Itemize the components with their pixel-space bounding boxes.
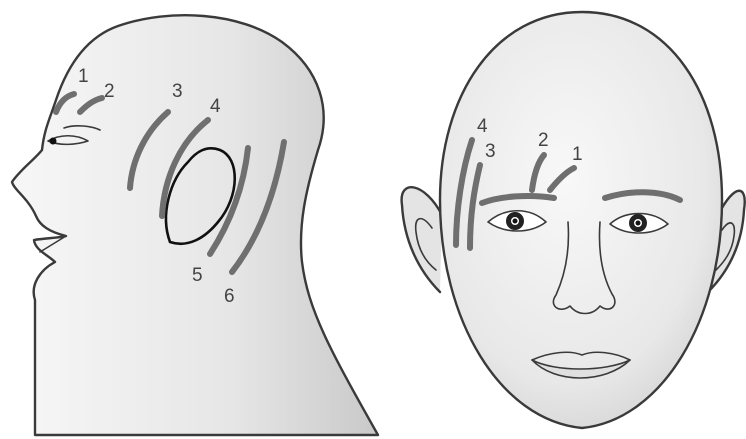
front-label-1: 1 bbox=[572, 144, 583, 165]
front-label-2: 2 bbox=[538, 130, 549, 151]
front-label-3: 3 bbox=[485, 141, 496, 162]
front-view: 4 3 2 1 bbox=[402, 12, 745, 428]
left-ear bbox=[402, 187, 442, 292]
pupil-profile bbox=[50, 138, 57, 145]
head-profile-outline bbox=[12, 15, 378, 435]
label-3: 3 bbox=[172, 81, 183, 102]
label-6: 6 bbox=[224, 286, 235, 307]
right-pupil bbox=[636, 221, 641, 226]
label-1: 1 bbox=[78, 66, 89, 87]
label-2: 2 bbox=[104, 81, 115, 102]
left-pupil bbox=[513, 219, 518, 224]
label-5: 5 bbox=[192, 265, 203, 286]
face-outline bbox=[440, 12, 722, 428]
label-4: 4 bbox=[210, 96, 221, 117]
front-label-4: 4 bbox=[477, 116, 488, 137]
side-view: 1 2 3 4 5 6 bbox=[12, 15, 378, 435]
